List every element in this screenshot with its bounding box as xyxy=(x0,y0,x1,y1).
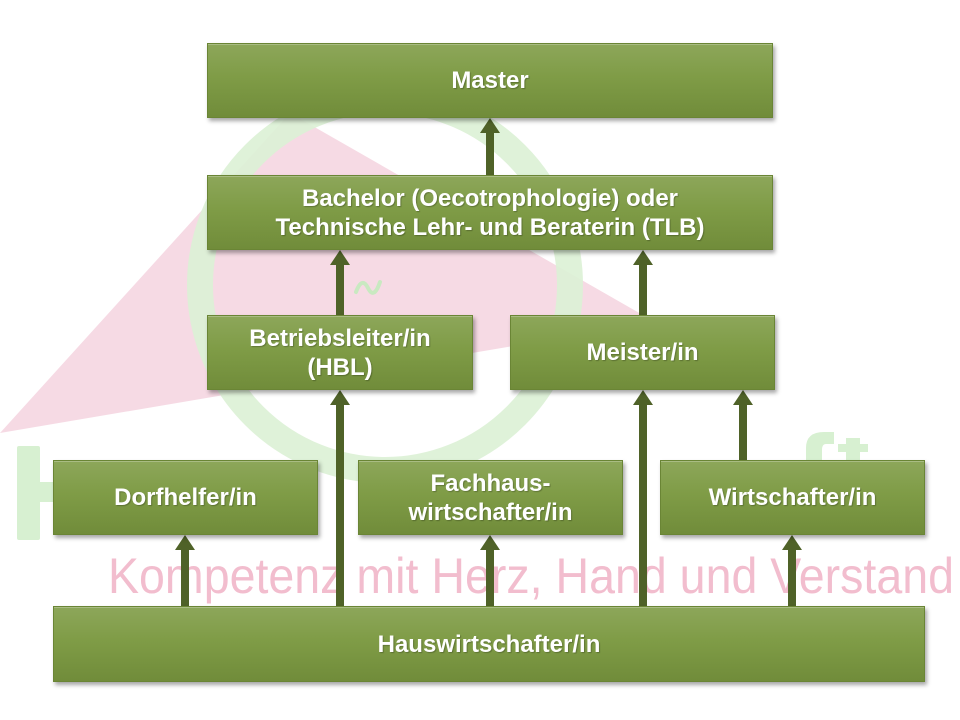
hauswirtschafter-label: Hauswirtschafter/in xyxy=(377,630,601,658)
meister-label: Meister/in xyxy=(586,339,699,366)
betriebsleiter-label-line-2: (HBL) xyxy=(307,353,373,381)
watermark-letter-stroke xyxy=(40,482,53,502)
arrow-betriebsleiter-to-bachelor xyxy=(330,250,350,315)
arrow-hauswirtschafter-to-dorfhelfer xyxy=(175,535,195,606)
bachelor-label-line-1: Bachelor (Oecotrophologie) oder xyxy=(301,184,679,212)
fachhauswirtschafter-label-line-1: Fachhaus- xyxy=(430,469,551,497)
node-fachhauswirtschafter: Fachhaus- wirtschafter/in xyxy=(358,460,623,535)
arrow-meister-to-bachelor xyxy=(633,250,653,315)
watermark-letter-shapes xyxy=(17,280,868,540)
watermark-swirl xyxy=(354,280,382,295)
node-bachelor: Bachelor (Oecotrophologie) oder Technisc… xyxy=(207,175,773,250)
node-master: Master xyxy=(207,43,773,118)
watermark-letter-stroke xyxy=(806,432,834,460)
node-dorfhelfer: Dorfhelfer/in xyxy=(53,460,318,535)
watermark-letter-stroke xyxy=(17,446,40,540)
wirtschafter-label: Wirtschafter/in xyxy=(708,484,877,511)
arrow-bachelor-to-master xyxy=(480,118,500,175)
arrow-hauswirtschafter-to-betriebsleiter xyxy=(330,390,350,606)
node-wirtschafter: Wirtschafter/in xyxy=(660,460,925,535)
fachhauswirtschafter-label-line-2: wirtschafter/in xyxy=(408,498,573,526)
dorfhelfer-label: Dorfhelfer/in xyxy=(114,484,257,511)
bachelor-label-line-2: Technische Lehr- und Beraterin (TLB) xyxy=(275,213,705,241)
node-hauswirtschafter: Hauswirtschafter/in xyxy=(53,606,925,682)
watermark-slogan: Kompetenz mit Herz, Hand und Verstand xyxy=(108,548,954,604)
watermark-roof-shape xyxy=(0,113,655,433)
arrow-wirtschafter-to-meister xyxy=(733,390,753,460)
arrow-hauswirtschafter-to-fachhauswirtschafter xyxy=(480,535,500,606)
arrow-hauswirtschafter-to-wirtschafter xyxy=(782,535,802,606)
watermark-letter-stroke xyxy=(838,438,868,460)
betriebsleiter-label-line-1: Betriebsleiter/in xyxy=(249,324,431,352)
node-meister: Meister/in xyxy=(510,315,775,390)
node-betriebsleiter: Betriebsleiter/in (HBL) xyxy=(207,315,473,390)
arrows xyxy=(175,118,802,606)
master-label: Master xyxy=(451,67,529,94)
arrow-hauswirtschafter-to-meister xyxy=(633,390,653,606)
